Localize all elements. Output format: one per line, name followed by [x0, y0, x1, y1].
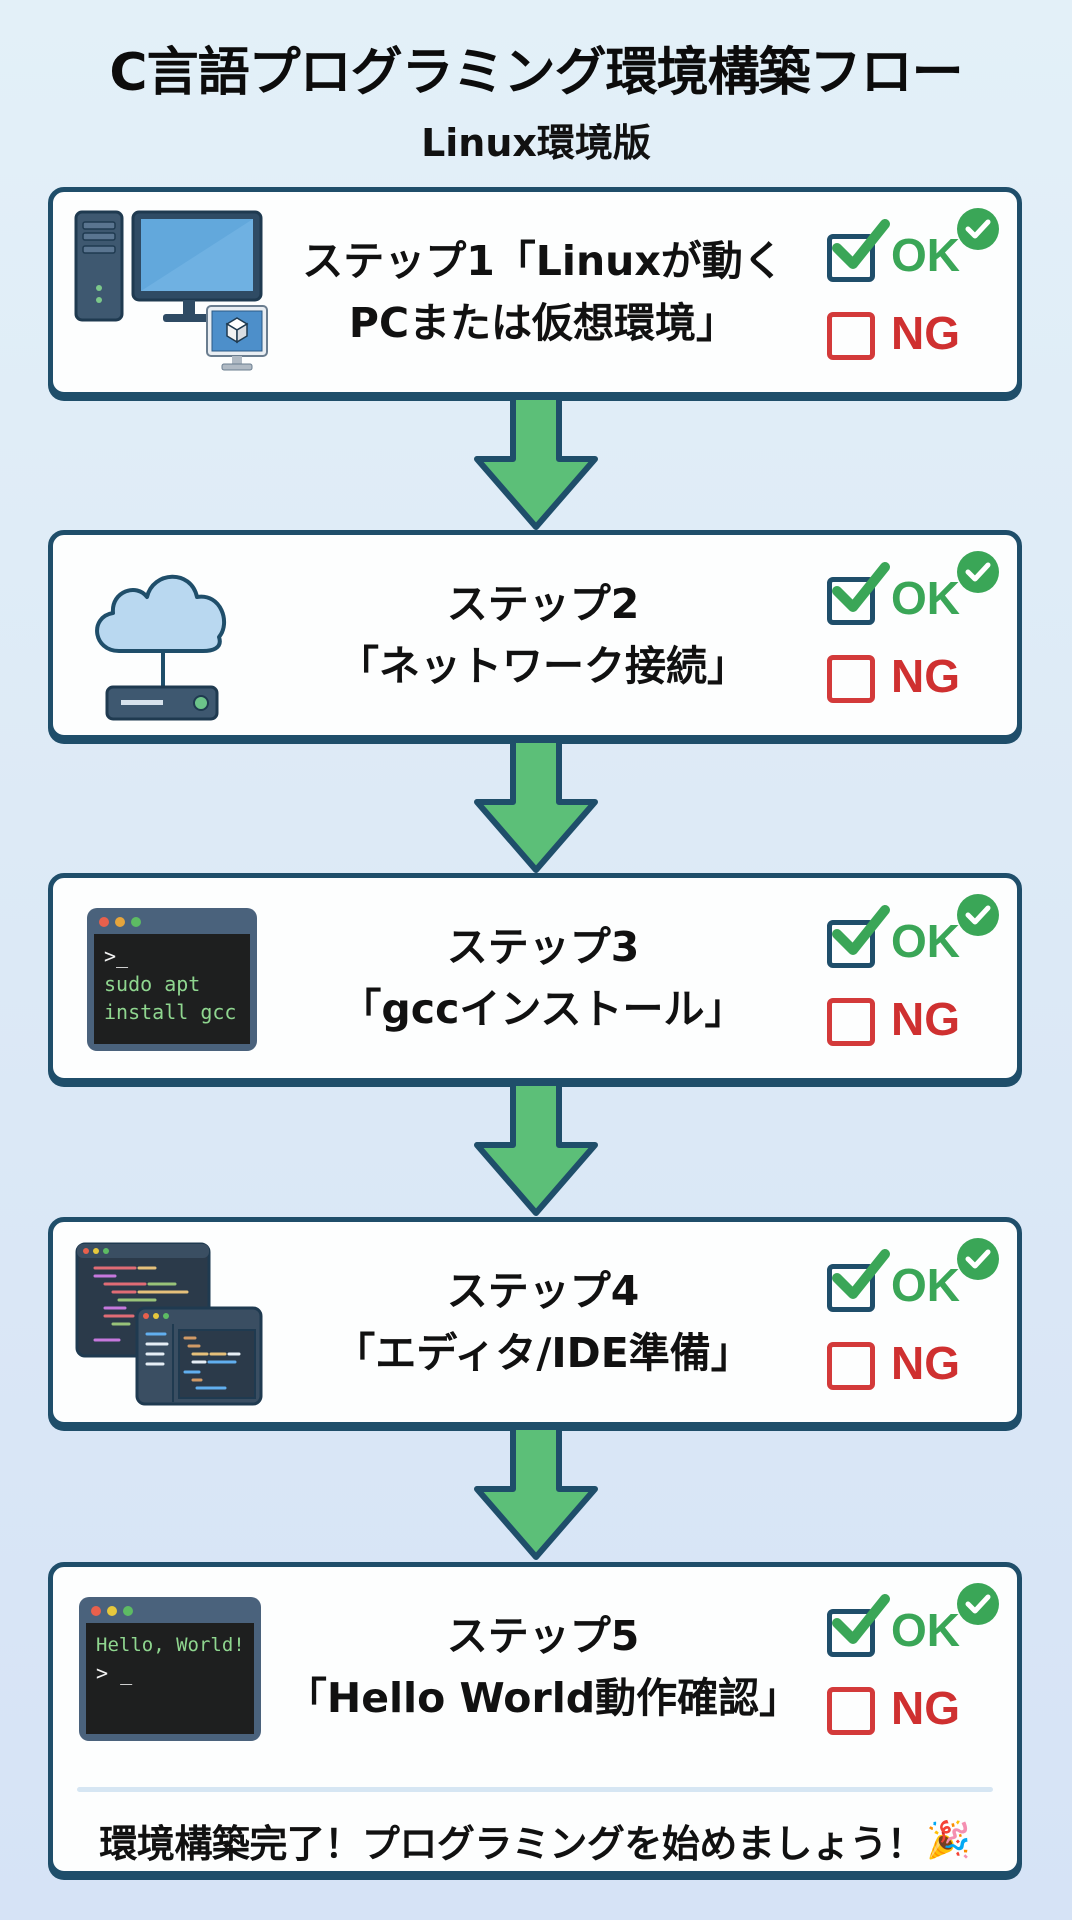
step-4-checklist: OK NG: [827, 1238, 999, 1402]
checkmark-icon: [832, 905, 890, 955]
checkmark-icon: [832, 1594, 890, 1644]
ng-label: NG: [891, 650, 960, 702]
window-controls: [99, 917, 141, 927]
page-subtitle: Linux環境版: [421, 121, 651, 165]
terminal-line: sudo apt: [104, 972, 201, 996]
step-card-5: Hello, World! > _ ステップ5 「Hello World動作確認…: [48, 1562, 1022, 1876]
down-arrow-icon: [474, 397, 598, 530]
verified-badge-icon: [957, 1583, 999, 1625]
step-card-1: ステップ1「Linuxが動く PCまたは仮想環境」 OK NG: [48, 187, 1022, 397]
checkmark-icon: [832, 1249, 890, 1299]
step-1-title: ステップ1「Linuxが動く: [302, 237, 784, 285]
terminal-screen: Hello, World! > _: [86, 1623, 254, 1734]
step-4-label: ステップ4 「エディタ/IDE準備」: [283, 1222, 803, 1422]
verified-badge-icon: [957, 1238, 999, 1280]
step-3-subtitle: 「gccインストール」: [340, 985, 746, 1033]
down-arrow-icon: [474, 1427, 598, 1560]
step-5-checklist: OK NG: [827, 1583, 999, 1747]
step-card-2: ステップ2 「ネットワーク接続」 OK NG: [48, 530, 1022, 740]
step-card-4: ステップ4 「エディタ/IDE準備」 OK NG: [48, 1217, 1022, 1427]
ok-label: OK: [891, 1259, 960, 1311]
divider: [77, 1787, 993, 1792]
down-arrow-icon: [474, 740, 598, 873]
step-2-title: ステップ2: [446, 580, 640, 628]
step-1-subtitle: PCまたは仮想環境」: [348, 299, 738, 347]
step-3-checklist: OK NG: [827, 894, 999, 1058]
terminal-prompt: >_: [104, 944, 129, 968]
step-1-label: ステップ1「Linuxが動く PCまたは仮想環境」: [283, 192, 803, 392]
code-editor-ide-icon: [75, 1242, 275, 1412]
checkmark-icon: [832, 562, 890, 612]
ng-checkbox[interactable]: [827, 1687, 875, 1735]
ng-label: NG: [891, 993, 960, 1045]
terminal-line: install gcc: [104, 1000, 237, 1024]
ng-checkbox[interactable]: [827, 312, 875, 360]
ng-checkbox[interactable]: [827, 1342, 875, 1390]
step-4-title: ステップ4: [446, 1267, 640, 1315]
ng-checkbox[interactable]: [827, 655, 875, 703]
ok-checkbox[interactable]: [827, 1264, 875, 1312]
step-1-checklist: OK NG: [827, 208, 999, 372]
ok-label: OK: [891, 915, 960, 967]
step-5-title: ステップ5: [446, 1612, 640, 1660]
ok-label: OK: [891, 229, 960, 281]
verified-badge-icon: [957, 894, 999, 936]
ng-label: NG: [891, 1337, 960, 1389]
ng-checkbox[interactable]: [827, 998, 875, 1046]
ok-checkbox[interactable]: [827, 577, 875, 625]
terminal-icon: >_ sudo apt install gcc: [87, 908, 257, 1051]
step-2-label: ステップ2 「ネットワーク接続」: [283, 535, 803, 735]
step-2-checklist: OK NG: [827, 551, 999, 715]
step-2-subtitle: 「ネットワーク接続」: [338, 642, 748, 690]
ok-checkbox[interactable]: [827, 1609, 875, 1657]
completion-message: 環境構築完了！プログラミングを始めましょう！ 🎉: [53, 1805, 1017, 1875]
step-card-3: >_ sudo apt install gcc ステップ3 「gccインストール…: [48, 873, 1022, 1083]
ng-label: NG: [891, 1682, 960, 1734]
verified-badge-icon: [957, 551, 999, 593]
ok-label: OK: [891, 1604, 960, 1656]
cloud-router-network-icon: [71, 553, 271, 723]
ng-label: NG: [891, 307, 960, 359]
step-4-subtitle: 「エディタ/IDE準備」: [334, 1329, 752, 1377]
terminal-screen: >_ sudo apt install gcc: [94, 934, 250, 1044]
checkmark-icon: [832, 219, 890, 269]
terminal-output: Hello, World!: [96, 1634, 245, 1656]
window-controls: [91, 1606, 133, 1616]
step-3-label: ステップ3 「gccインストール」: [283, 878, 803, 1078]
ok-checkbox[interactable]: [827, 234, 875, 282]
party-popper-icon: 🎉: [926, 1820, 971, 1861]
down-arrow-icon: [474, 1083, 598, 1216]
step-5-subtitle: 「Hello World動作確認」: [285, 1674, 801, 1722]
step-5-label: ステップ5 「Hello World動作確認」: [283, 1567, 803, 1767]
verified-badge-icon: [957, 208, 999, 250]
desktop-pc-with-virtual-machine-icon: [71, 210, 271, 380]
completion-text: 環境構築完了！プログラミングを始めましょう！: [99, 1821, 925, 1866]
ok-checkbox[interactable]: [827, 920, 875, 968]
terminal-prompt: > _: [96, 1661, 133, 1685]
terminal-hello-world-icon: Hello, World! > _: [79, 1597, 261, 1741]
ok-label: OK: [891, 572, 960, 624]
page-title: C言語プログラミング環境構築フロー: [109, 43, 963, 103]
step-3-title: ステップ3: [446, 923, 640, 971]
